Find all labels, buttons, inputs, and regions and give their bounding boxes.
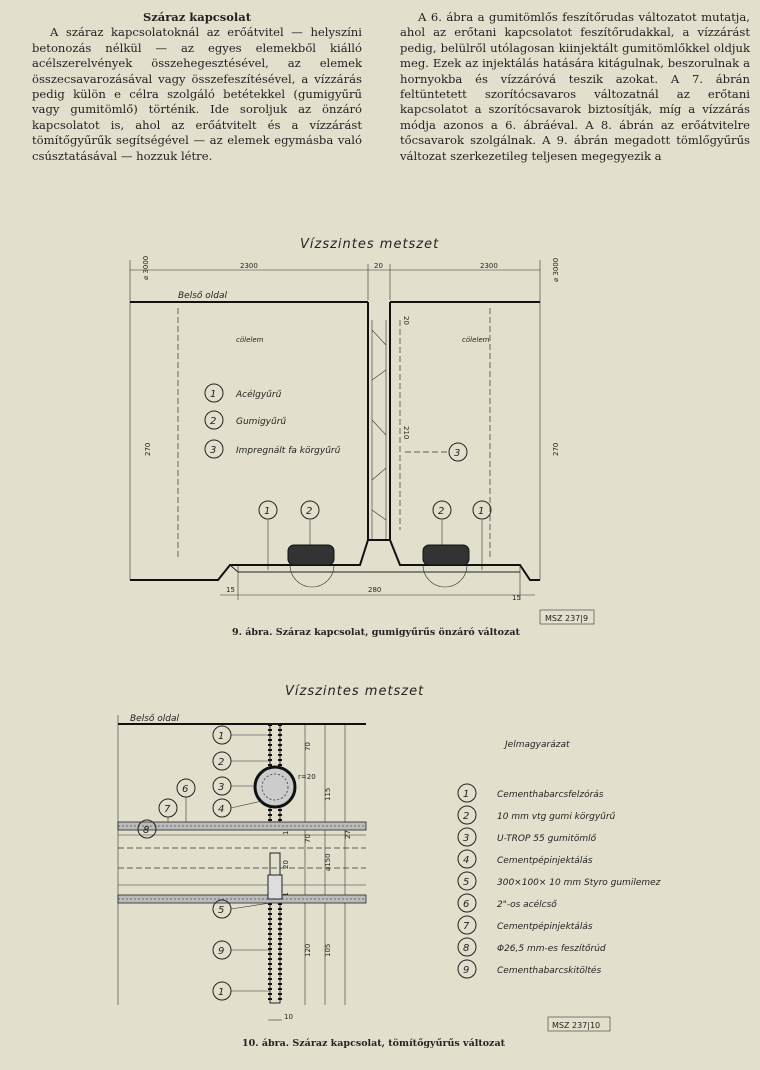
figure-10-drawing: Vízszintes metszet Belső oldal r=20 70 1…: [117, 684, 661, 1032]
fig9-legend-text-2: Gumigyűrű: [236, 417, 286, 427]
fig9-legend: 1 Acélgyűrű 2 Gumigyűrű 3 Impregnált fa …: [204, 383, 341, 459]
fig10-stamp: MSZ 237|10: [552, 1021, 600, 1030]
fig10-legend-text-9: Cementhabarcskitöltés: [497, 965, 601, 976]
fig9-element-left: cölelem: [236, 336, 264, 344]
fig9-dim-foot-left: 15: [226, 586, 235, 594]
fig10-legend-text-8: Φ26,5 mm-es feszítőrúd: [497, 944, 606, 954]
fig9-caption: 9. ábra. Száraz kapcsolat, gumigyűrűs ön…: [232, 627, 520, 638]
fig9-marker-1b: 1: [478, 506, 484, 517]
fig10-legend-text-7: Cementpépinjektálás: [497, 921, 593, 932]
fig10-legend-num-3: 3: [463, 833, 469, 844]
fig10-dim-70a: 70: [304, 742, 312, 751]
fig9-marker-3: 3: [454, 448, 460, 459]
fig10-legend-text-2: 10 mm vtg gumi körgyűrű: [497, 812, 616, 822]
left-text-column: Száraz kapcsolat A száraz kapcsolatoknál…: [32, 10, 362, 164]
fig9-legend-num-3: 3: [210, 445, 216, 456]
fig10-dim-115: 115: [324, 788, 332, 801]
fig10-marker-8: 8: [143, 825, 149, 836]
fig10-marker-1a: 1: [218, 731, 224, 742]
fig9-dim-height-right: 270: [552, 443, 560, 456]
fig10-dim-10: 10: [284, 1013, 293, 1021]
fig9-inner-side: Belső oldal: [178, 291, 228, 301]
section-heading: Száraz kapcsolat: [142, 10, 252, 24]
fig9-dim-side-right: ⌀ 3000: [552, 258, 560, 282]
fig10-marker-3: 3: [218, 782, 224, 793]
fig9-dim-top-left: 2300: [240, 262, 258, 270]
fig10-legend-text-4: Cementpépinjektálás: [497, 855, 593, 866]
fig10-legend-num-8: 8: [463, 943, 469, 954]
fig10-dim-105: 105: [324, 944, 332, 957]
fig10-legend-title: Jelmagyarázat: [503, 740, 570, 750]
fig10-legend-num-7: 7: [463, 921, 470, 932]
fig9-marker-2a: 2: [306, 506, 312, 517]
fig10-caption: 10. ábra. Száraz kapcsolat, tömítőgyűrűs…: [242, 1038, 505, 1049]
fig10-legend-num-2: 2: [463, 811, 469, 822]
fig10-legend-num-5: 5: [463, 877, 469, 888]
fig9-title: Vízszintes metszet: [300, 237, 439, 252]
fig10-legend-text-1: Cementhabarcsfelzórás: [497, 789, 604, 800]
fig9-marker-2b: 2: [438, 506, 444, 517]
fig9-dim-top-gap: 20: [402, 316, 410, 325]
fig10-inner-side: Belső oldal: [130, 714, 180, 724]
fig10-dim-70b: 70: [304, 834, 312, 843]
fig10-dim-120: 120: [304, 944, 312, 957]
fig10-dim-150: ⌀150: [324, 853, 332, 871]
fig10-legend: 1 Cementhabarcsfelzórás 2 10 mm vtg gumi…: [457, 783, 661, 979]
fig10-legend-text-3: U-TROP 55 gumitömlő: [497, 834, 597, 844]
fig9-legend-text-1: Acélgyűrű: [235, 389, 282, 400]
fig9-dim-bottom: 280: [368, 586, 381, 594]
fig9-dim-gap: 20: [374, 262, 383, 270]
fig10-marker-2: 2: [218, 757, 224, 768]
fig9-dim-foot-right: 15: [512, 594, 521, 602]
right-paragraph: A 6. ábra a gumitömlős feszítőrudas vált…: [400, 10, 750, 163]
fig10-legend-num-9: 9: [463, 965, 469, 976]
fig10-marker-6: 6: [182, 784, 188, 795]
fig9-dim-side-left: ⌀ 3000: [142, 256, 150, 280]
fig10-dim-11a: 11: [282, 826, 290, 835]
fig10-legend-num-4: 4: [463, 855, 469, 866]
fig10-legend-num-6: 6: [463, 899, 469, 910]
fig9-stamp: MSZ 237|9: [545, 614, 588, 623]
fig10-marker-7: 7: [164, 804, 171, 815]
fig9-marker-1a: 1: [264, 506, 270, 517]
figure-9-drawing: Vízszintes metszet 2300 20 2300 ⌀ 3000 ⌀…: [129, 237, 595, 625]
fig10-legend-num-1: 1: [463, 789, 469, 800]
right-text-column: A 6. ábra a gumitömlős feszítőrudas vált…: [400, 10, 750, 164]
fig10-dim-270: 270: [344, 826, 352, 839]
fig10-legend-text-6: 2"-os acélcső: [497, 899, 557, 910]
fig9-dim-mid: 210: [402, 426, 410, 439]
fig10-marker-1b: 1: [218, 987, 224, 998]
fig9-dim-top-right: 2300: [480, 262, 498, 270]
fig9-legend-text-3: Impregnált fa körgyűrű: [236, 446, 341, 456]
fig9-element-right: cölelem: [462, 336, 490, 344]
left-paragraph: A száraz kapcsolatoknál az erőátvitel — …: [32, 25, 362, 163]
fig10-legend-text-5: 300×100× 10 mm Styro gumilemez: [497, 878, 661, 888]
fig9-legend-num-2: 2: [210, 416, 216, 427]
fig10-marker-4: 4: [218, 804, 224, 815]
fig10-marker-9: 9: [218, 946, 224, 957]
fig10-marker-5: 5: [218, 905, 224, 916]
fig9-legend-num-1: 1: [210, 389, 216, 400]
fig10-dim-20: 20: [282, 860, 290, 869]
fig10-dim-r: r=20: [298, 773, 316, 781]
fig10-title: Vízszintes metszet: [285, 684, 424, 699]
fig9-dim-height-left: 270: [144, 443, 152, 456]
